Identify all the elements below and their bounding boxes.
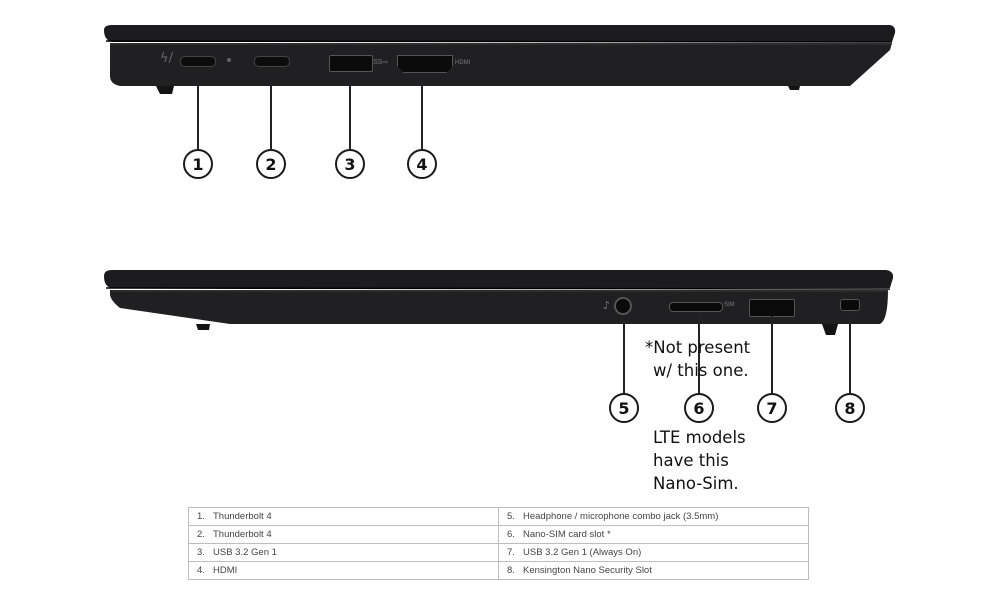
hdmi-port	[397, 55, 453, 73]
hdmi-label: HDMI	[455, 60, 471, 66]
usb-ss-label: SS⇨	[373, 59, 389, 66]
led-dot	[227, 58, 231, 62]
sim-label: SIM	[724, 302, 735, 308]
table-row: 3.USB 3.2 Gen 1 7.USB 3.2 Gen 1 (Always …	[188, 543, 809, 562]
headset-icon: ♪	[603, 299, 611, 312]
callout-6: 6	[684, 393, 714, 423]
legend-cell: 6.Nano-SIM card slot *	[498, 525, 809, 544]
table-row: 4.HDMI 8.Kensington Nano Security Slot	[188, 561, 809, 580]
callout-4: 4	[407, 149, 437, 179]
table-row: 2.Thunderbolt 4 6.Nano-SIM card slot *	[188, 525, 809, 544]
note-not-present-line-2: w/ this one.	[653, 361, 749, 380]
legend-cell: 8.Kensington Nano Security Slot	[498, 561, 809, 580]
leader-line-1	[197, 80, 199, 149]
audio-jack	[614, 297, 632, 315]
note-not-present-line-1: *Not present	[645, 338, 751, 357]
port-legend-table: 1.Thunderbolt 4 5.Headphone / microphone…	[188, 507, 809, 580]
thunderbolt-marks-glyph: ϟ/	[160, 51, 173, 66]
leader-line-3	[349, 80, 351, 149]
laptop-right-side-view	[104, 270, 894, 335]
leader-line-7	[771, 316, 773, 394]
laptop-left-side-view	[104, 25, 896, 94]
leader-line-4	[421, 80, 423, 149]
leader-line-8	[849, 313, 851, 394]
callout-8: 8	[835, 393, 865, 423]
legend-cell: 3.USB 3.2 Gen 1	[188, 543, 499, 562]
leader-line-6	[698, 316, 700, 394]
legend-cell: 7.USB 3.2 Gen 1 (Always On)	[498, 543, 809, 562]
note-lte-line-1: LTE models	[653, 428, 746, 447]
note-lte-line-3: Nano-Sim.	[653, 474, 739, 493]
callout-3: 3	[335, 149, 365, 179]
legend-cell: 2.Thunderbolt 4	[188, 525, 499, 544]
callout-5: 5	[609, 393, 639, 423]
usb-a-port-top	[329, 55, 373, 72]
legend-cell: 4.HDMI	[188, 561, 499, 580]
callout-2: 2	[256, 149, 286, 179]
note-lte-line-2: have this	[653, 451, 729, 470]
nano-sim-slot	[669, 302, 723, 312]
table-row: 1.Thunderbolt 4 5.Headphone / microphone…	[188, 507, 809, 526]
usb-a-port-bottom	[749, 299, 795, 317]
callout-1: 1	[183, 149, 213, 179]
thunderbolt-port-2	[254, 56, 290, 67]
legend-cell: 5.Headphone / microphone combo jack (3.5…	[498, 507, 809, 526]
thunderbolt-port-1	[180, 56, 216, 67]
security-slot	[840, 299, 860, 311]
legend-cell: 1.Thunderbolt 4	[188, 507, 499, 526]
callout-7: 7	[757, 393, 787, 423]
leader-line-5	[623, 320, 625, 394]
leader-line-2	[270, 80, 272, 149]
